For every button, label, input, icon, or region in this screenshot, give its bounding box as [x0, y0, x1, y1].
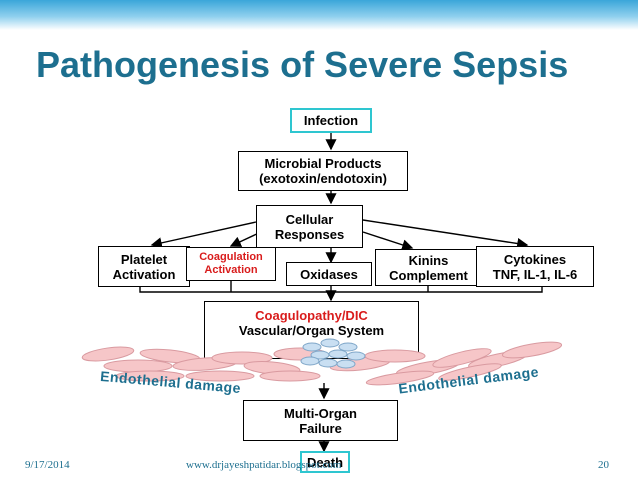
node-infection: Infection [290, 108, 372, 133]
arrow-cellular-cytokines [362, 219, 529, 250]
footer-date: 9/17/2014 [25, 459, 70, 471]
node-coagulation-activation: Coagulation Activation [186, 247, 276, 281]
node-multi-organ-failure: Multi-Organ Failure [243, 400, 398, 441]
node-cytokines: Cytokines TNF, IL-1, IL-6 [476, 246, 594, 287]
node-death: Death [300, 451, 350, 473]
arrow-cellular-platelet [150, 221, 257, 249]
slide-title: Pathogenesis of Severe Sepsis [36, 44, 569, 85]
footer-url: www.drjayeshpatidar.blogspot.com [186, 459, 342, 471]
node-cellular-responses: Cellular Responses [256, 205, 363, 248]
collector-bracket [139, 287, 543, 293]
node-kinins-complement: Kinins Complement [375, 249, 482, 286]
arrow-cellular-kinins [362, 231, 414, 251]
footer-page-number: 20 [598, 459, 609, 471]
node-microbial-products: Microbial Products (exotoxin/endotoxin) [238, 151, 408, 191]
node-oxidases: Oxidases [286, 262, 372, 286]
header-band [0, 0, 638, 30]
